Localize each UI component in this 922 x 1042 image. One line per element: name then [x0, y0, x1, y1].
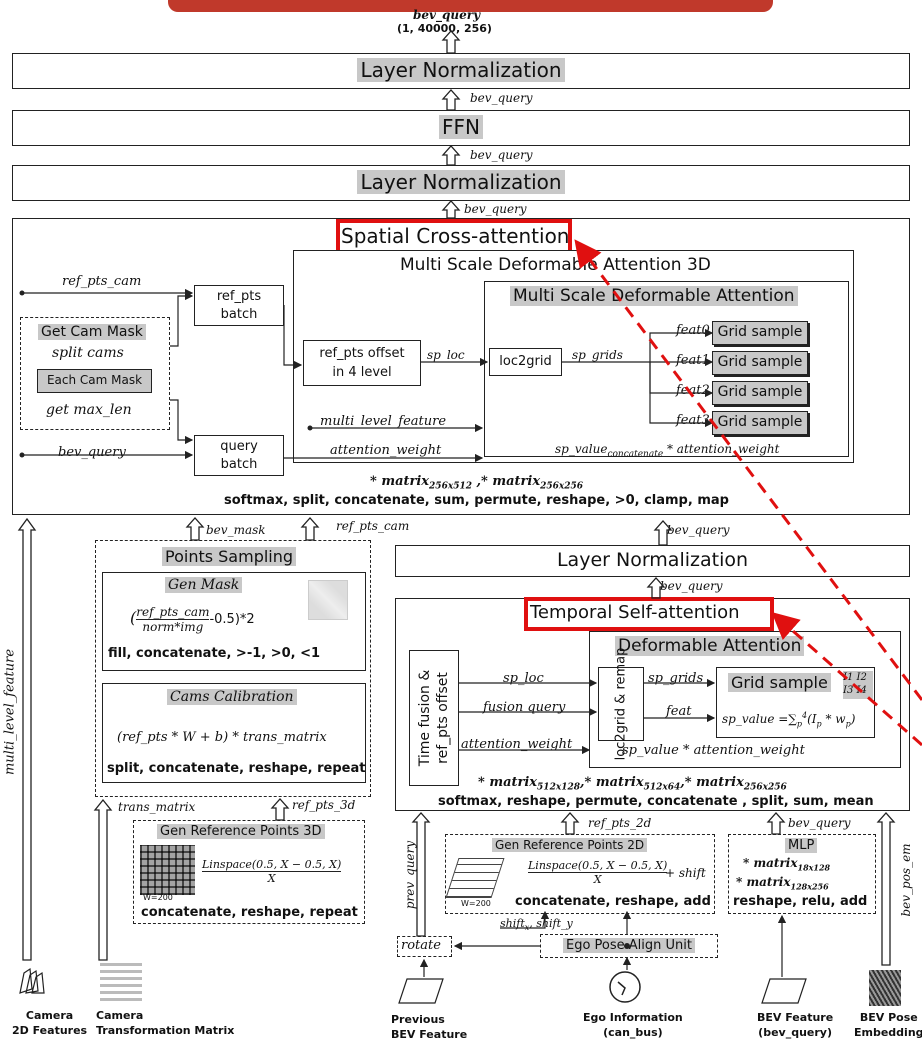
- hollow-arrow-prev: [413, 813, 429, 936]
- hollow-arrow-top: [443, 31, 459, 53]
- hollow-arrow-bev-mask: [187, 518, 203, 540]
- hollow-arrow-mlp: [768, 813, 784, 834]
- hollow-arrow-left-main: [19, 519, 35, 960]
- hollow-arrow-2: [443, 146, 459, 165]
- hollow-arrow-trans: [95, 800, 111, 960]
- hollow-arrow-ref-pts-cam: [302, 518, 318, 540]
- hollow-arrow-tsa-in: [648, 578, 664, 598]
- hollow-arrow-ref3d: [272, 799, 288, 820]
- hollow-arrow-mid-bev-query: [655, 521, 671, 545]
- hollow-arrow-1: [443, 90, 459, 110]
- hollow-arrow-3: [443, 201, 459, 218]
- hollow-arrow-ref2d: [562, 813, 578, 834]
- hollow-arrow-pos: [878, 813, 894, 965]
